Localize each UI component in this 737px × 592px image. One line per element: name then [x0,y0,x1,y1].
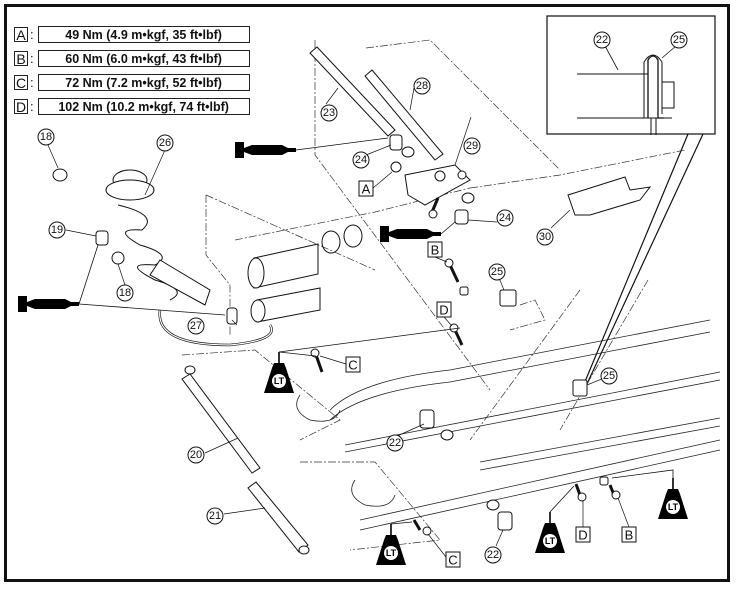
svg-text:18: 18 [40,131,52,143]
svg-text:21: 21 [209,510,221,522]
torque-value: 102 Nm (10.2 m•kgf, 74 ft•lbf) [37,97,250,115]
torque-label-C: C [319,355,361,373]
torque-label-B: B [427,241,448,263]
assembly-guide-lines [181,39,686,551]
torque-value: 72 Nm (7.2 m•kgf, 52 ft•lbf) [37,73,250,91]
svg-text:22: 22 [389,437,401,449]
svg-text:24: 24 [499,212,511,224]
svg-text:25: 25 [673,34,685,46]
callout-22: 22 [484,546,502,564]
callout-21: 21 [206,507,224,525]
svg-text:A: A [362,182,371,197]
callout-20: 20 [187,446,205,464]
callout-26: 26 [156,134,174,152]
callout-23: 23 [320,104,338,122]
svg-text:19: 19 [51,224,63,236]
callout-18: 18 [37,128,55,146]
svg-text:26: 26 [159,137,171,149]
torque-key: C [14,74,28,91]
locktite-bottle-icon: LT [535,512,565,553]
svg-text:23: 23 [323,107,335,119]
torque-label-A: A [358,171,393,197]
callout-27: 27 [187,317,205,335]
torque-spec-B: B : 60 Nm (6.0 m•kgf, 43 ft•lbf) [14,49,250,67]
rod-21 [247,481,309,553]
inset-leader [583,133,689,385]
svg-text:B: B [625,528,634,543]
callout-24: 24 [352,151,370,169]
svg-text:LT: LT [545,536,556,546]
torque-key: A [14,26,28,42]
callout-29: 29 [463,137,481,155]
svg-text:C: C [448,553,457,568]
torque-label-C: C [427,533,461,568]
svg-text:C: C [348,358,357,373]
svg-text:30: 30 [539,231,551,243]
bracket-29 [404,164,471,206]
torque-spec-D: D : 102 Nm (10.2 m•kgf, 74 ft•lbf) [14,97,250,115]
bushings [52,134,609,555]
torque-value: 49 Nm (4.9 m•kgf, 35 ft•lbf) [37,25,250,43]
locktite-bottle-icon: LT [376,524,406,565]
svg-text:LT: LT [386,548,397,558]
svg-text:20: 20 [190,449,202,461]
torque-value: 60 Nm (6.0 m•kgf, 43 ft•lbf) [37,49,250,67]
frame-rails [296,319,721,531]
callout-22: 22 [386,434,404,452]
torque-label-D: D [575,500,591,543]
svg-text:D: D [578,528,587,543]
callout-18: 18 [116,284,134,302]
torque-key: D [14,98,28,115]
reservoir [247,224,363,323]
svg-text:22: 22 [487,549,499,561]
locktite-leaders [278,327,674,525]
svg-text:18: 18 [119,287,131,299]
torque-spec-C: C : 72 Nm (7.2 m•kgf, 52 ft•lbf) [14,73,250,91]
torque-key: B [14,50,28,66]
svg-text:24: 24 [355,154,367,166]
grease-gun-icon [235,137,389,158]
svg-text:25: 25 [603,370,615,382]
inset-leader [585,133,704,387]
callout-19: 19 [48,221,66,239]
shock-absorber [105,169,273,347]
torque-spec-A: A : 49 Nm (4.9 m•kgf, 35 ft•lbf) [14,25,250,43]
svg-text:25: 25 [491,266,503,278]
svg-text:27: 27 [190,320,202,332]
svg-text:B: B [431,243,440,258]
locktite-bottle-icon: LT [658,478,688,519]
callout-28: 28 [413,77,431,95]
torque-label-D: D [436,301,453,327]
rod-20 [181,373,261,474]
rod-28 [364,69,444,161]
bracket-30 [567,176,652,216]
callout-30: 30 [536,228,554,246]
inset-detail: 22 25 [546,15,716,135]
rods [181,46,444,553]
callout-leaders [47,87,610,547]
inset-callout-25: 25 [670,31,688,49]
svg-text:LT: LT [274,376,285,386]
svg-text:D: D [439,303,448,318]
grease-gun-icon [380,221,456,242]
grease-gun-icon [18,244,226,316]
rod-23 [309,46,396,137]
torque-label-B: B [617,497,637,543]
svg-text:28: 28 [416,80,428,92]
svg-text:LT: LT [668,502,679,512]
callout-25: 25 [488,263,506,281]
svg-text:29: 29 [466,140,478,152]
locktite-bottle-icon: LT [264,352,294,393]
callout-25: 25 [600,367,618,385]
callout-24: 24 [496,209,514,227]
inset-callout-22: 22 [593,31,611,49]
svg-text:22: 22 [596,34,608,46]
